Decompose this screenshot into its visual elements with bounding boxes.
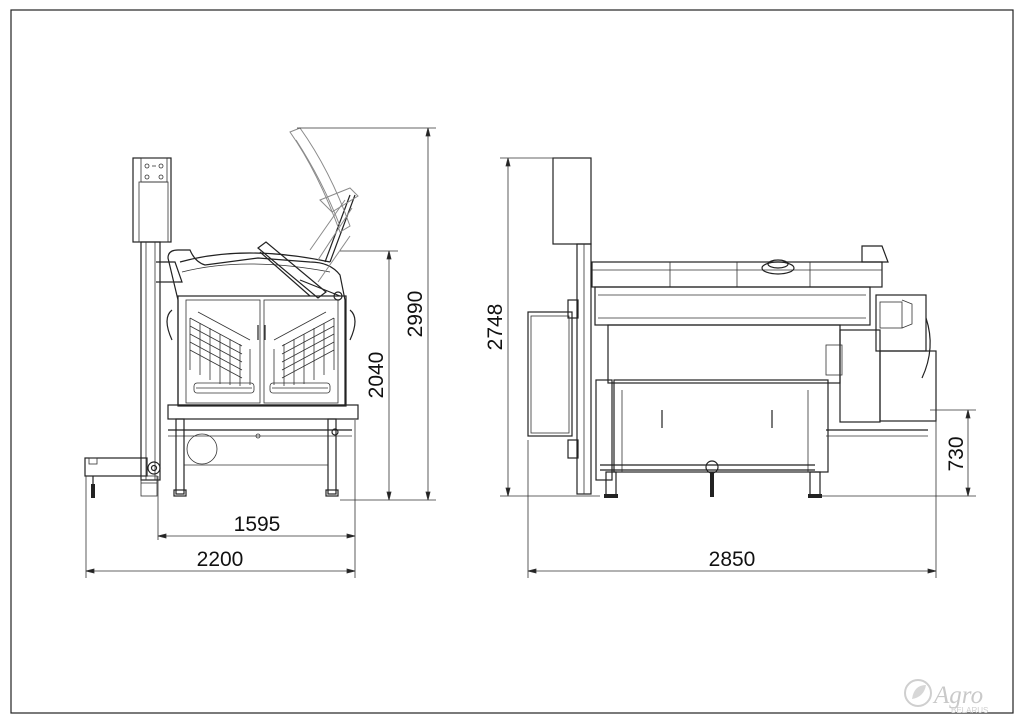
logo-name: Agro: [932, 682, 983, 709]
dimension-1595: 1595: [234, 513, 281, 536]
dimension-2748: 2748: [484, 304, 507, 351]
left-dimension-lines: [85, 127, 436, 578]
dimension-730: 730: [945, 436, 968, 471]
side-view-machine: [84, 157, 359, 498]
right-dimension-lines: [500, 157, 976, 578]
dimension-2850: 2850: [709, 548, 756, 571]
agro-belarus-logo: Agro BELARUS: [904, 679, 988, 715]
front-view-machine: [527, 157, 937, 498]
logo-sub: BELARUS: [951, 706, 988, 715]
dimension-2200: 2200: [197, 548, 244, 571]
raised-lid-outline: [289, 127, 359, 283]
leaf-icon: [912, 685, 926, 699]
drawing-frame: [10, 9, 1014, 714]
dimension-2990: 2990: [404, 291, 427, 338]
dimension-2040: 2040: [365, 352, 388, 399]
